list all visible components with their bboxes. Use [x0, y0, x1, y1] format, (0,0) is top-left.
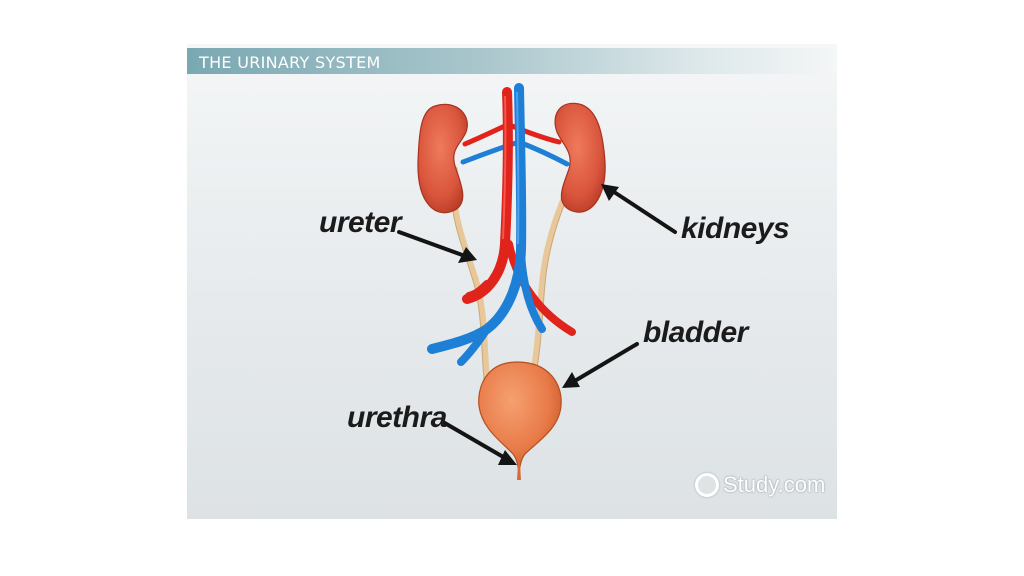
label-kidneys: kidneys — [681, 212, 790, 245]
right-kidney — [554, 102, 606, 213]
left-iliac-artery — [465, 280, 491, 300]
bladder-shape — [478, 361, 562, 473]
title-bar: THE URINARY SYSTEM — [187, 48, 837, 74]
watermark-text: Study.com — [723, 472, 826, 497]
slide: THE URINARY SYSTEM — [187, 44, 837, 519]
label-ureter: ureter — [319, 206, 402, 239]
slide-title: THE URINARY SYSTEM — [199, 53, 381, 72]
study-logo-icon — [695, 473, 719, 497]
left-iliac-vein-branch — [457, 325, 491, 366]
arrows — [397, 184, 677, 465]
study-watermark: Study.com — [695, 472, 825, 498]
kidneys-arrowhead — [601, 184, 619, 201]
label-urethra: urethra — [347, 401, 447, 434]
right-iliac-artery — [505, 240, 576, 336]
left-kidney — [417, 103, 468, 214]
bladder-arrowhead — [562, 372, 580, 388]
right-iliac-vein — [517, 250, 546, 333]
right-ureter — [529, 171, 578, 382]
urethra-arrowhead — [498, 450, 517, 465]
label-bladder: bladder — [643, 316, 748, 349]
ureter-arrowhead — [458, 247, 477, 263]
urethra-tube — [517, 464, 521, 480]
urinary-system-diagram — [397, 83, 677, 480]
vena-cava — [427, 83, 527, 354]
